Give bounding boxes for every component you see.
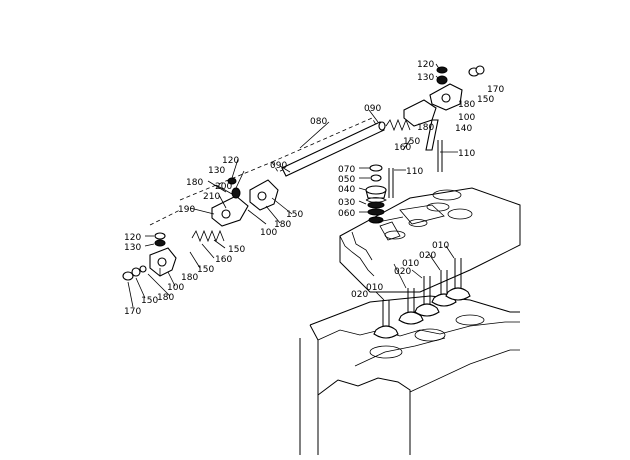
label-020: 020 bbox=[351, 290, 368, 300]
label-060: 060 bbox=[338, 209, 355, 219]
label-150: 150 bbox=[403, 137, 420, 147]
cylinder-head bbox=[299, 187, 521, 455]
label-010: 010 bbox=[402, 259, 419, 269]
label-210: 210 bbox=[203, 192, 220, 202]
label-040: 040 bbox=[338, 185, 355, 195]
label-160: 160 bbox=[215, 255, 232, 265]
label-130: 130 bbox=[208, 166, 225, 176]
rocker-arm-right bbox=[403, 65, 485, 172]
label-150: 150 bbox=[228, 245, 245, 255]
label-010: 010 bbox=[432, 241, 449, 251]
label-180: 180 bbox=[274, 220, 291, 230]
label-150: 150 bbox=[141, 296, 158, 306]
label-100: 100 bbox=[260, 228, 277, 238]
label-150: 150 bbox=[197, 265, 214, 275]
label-080: 080 bbox=[310, 117, 327, 127]
label-030: 030 bbox=[338, 198, 355, 208]
label-050: 050 bbox=[338, 175, 355, 185]
label-140: 140 bbox=[455, 124, 472, 134]
label-180: 180 bbox=[417, 123, 434, 133]
label-180: 180 bbox=[181, 273, 198, 283]
label-180: 180 bbox=[186, 178, 203, 188]
label-020: 020 bbox=[394, 267, 411, 277]
label-110: 110 bbox=[458, 149, 475, 159]
label-200: 200 bbox=[215, 182, 232, 192]
label-020: 020 bbox=[419, 251, 436, 261]
label-190: 190 bbox=[178, 205, 195, 215]
label-150: 150 bbox=[286, 210, 303, 220]
label-120: 120 bbox=[222, 156, 239, 166]
label-090: 090 bbox=[364, 104, 381, 114]
label-160: 160 bbox=[394, 143, 411, 153]
label-100: 100 bbox=[458, 113, 475, 123]
label-180: 180 bbox=[458, 100, 475, 110]
rocker-arm-left bbox=[122, 232, 177, 281]
label-130: 130 bbox=[417, 73, 434, 83]
label-150: 150 bbox=[477, 95, 494, 105]
label-130: 130 bbox=[124, 243, 141, 253]
label-070: 070 bbox=[338, 165, 355, 175]
leader-lines bbox=[127, 63, 458, 308]
rocker-arm-middle bbox=[211, 177, 279, 227]
label-090: 090 bbox=[270, 161, 287, 171]
label-110: 110 bbox=[406, 167, 423, 177]
label-180: 180 bbox=[157, 293, 174, 303]
label-120: 120 bbox=[417, 60, 434, 70]
part-labels: 080 090 090 120 130 180 150 170 100 180 … bbox=[124, 60, 504, 317]
label-170: 170 bbox=[124, 307, 141, 317]
label-100: 100 bbox=[167, 283, 184, 293]
label-010: 010 bbox=[366, 283, 383, 293]
label-120: 120 bbox=[124, 233, 141, 243]
label-170: 170 bbox=[487, 85, 504, 95]
valves bbox=[373, 258, 471, 339]
valve-spring-stack bbox=[365, 164, 394, 224]
rocker-shaft bbox=[149, 117, 411, 243]
